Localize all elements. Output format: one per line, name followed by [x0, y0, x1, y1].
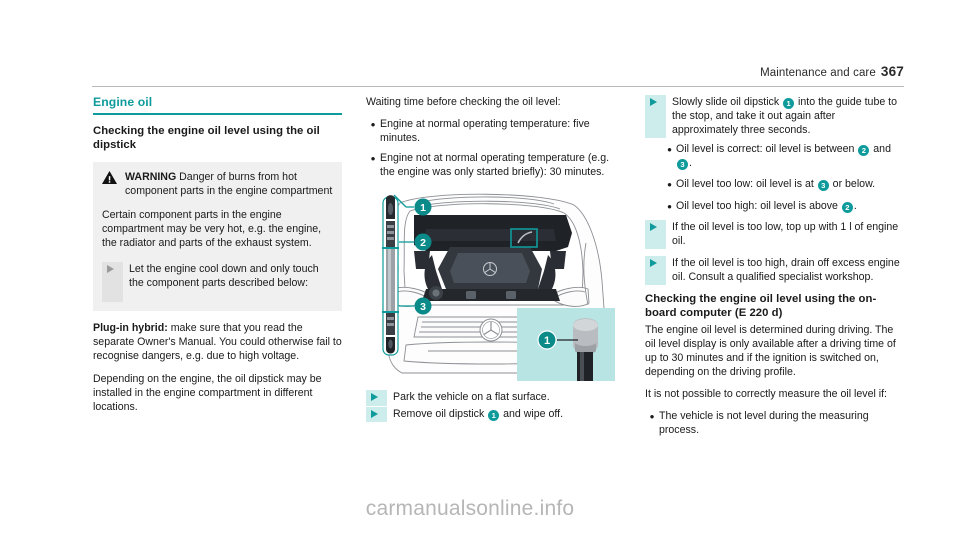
bullet-dot-icon: • — [667, 177, 672, 193]
triangle-bullet-icon — [650, 258, 657, 267]
oil-level-bullet-list: • Oil level is correct: oil level is bet… — [645, 142, 904, 213]
step-text: Park the vehicle on a flat surface. — [393, 391, 550, 404]
plug-in-hybrid-paragraph: Plug-in hybrid: make sure that you read … — [93, 321, 342, 363]
section-heading-engine-oil: Engine oil — [93, 95, 153, 109]
callout-badge-1: 1 — [488, 409, 500, 421]
step-bullet-bar — [366, 390, 387, 406]
bullet-dot-icon: • — [370, 151, 376, 167]
list-item: • Oil level too high: oil level is above… — [645, 199, 904, 213]
warning-title-text: WARNING Danger of burns from hot compone… — [125, 170, 333, 198]
section-heading-underline — [93, 113, 342, 115]
step-slide-dipstick: Slowly slide oil dipstick 1 into the gui… — [645, 95, 904, 139]
header-section-title: Maintenance and care — [760, 67, 876, 79]
waiting-time-bullet-2: Engine not at normal operating temperatu… — [380, 152, 610, 179]
step-park-vehicle: Park the vehicle on a flat surface. — [366, 390, 615, 406]
warning-action-step: Let the engine cool down and only touch … — [102, 262, 333, 303]
triangle-bullet-icon — [371, 393, 378, 402]
warning-step-bullet-bar — [102, 262, 123, 303]
waiting-time-bullet-1: Engine at normal operating temperature: … — [380, 118, 590, 145]
plug-in-hybrid-text: make sure that you read the separate Own… — [93, 322, 342, 363]
onboard-computer-paragraph-1: The engine oil level is determined durin… — [645, 323, 896, 379]
warning-triangle-icon — [102, 170, 117, 184]
step-bullet-bar — [366, 406, 387, 422]
onboard-computer-bullet-list: • The vehicle is not level during the me… — [645, 409, 904, 437]
header-page-number: 367 — [880, 64, 904, 79]
triangle-bullet-icon — [107, 265, 114, 274]
triangle-bullet-icon — [650, 222, 657, 231]
step-bullet-bar — [645, 255, 666, 286]
step-top-up-oil: If the oil level is too low, top up with… — [645, 219, 904, 249]
page-header: Maintenance and care 367 — [92, 64, 904, 79]
bullet-dot-icon: • — [649, 409, 655, 425]
waiting-time-intro: Waiting time before checking the oil lev… — [366, 96, 561, 108]
callout-badge-3: 3 — [817, 180, 829, 192]
sub-heading-onboard-computer: Checking the engine oil level using the … — [645, 293, 877, 320]
plug-in-hybrid-label: Plug-in hybrid: — [93, 322, 168, 335]
onboard-computer-paragraph-2: It is not possible to correctly measure … — [645, 388, 887, 401]
svg-text:3: 3 — [420, 301, 426, 313]
step-text-before: Slowly slide oil dipstick — [672, 96, 783, 108]
warning-title: Danger of burns from hot component parts… — [125, 170, 333, 197]
callout-badge-2: 2 — [858, 145, 870, 157]
oil-level-too-high-text: Oil level too high: oil level is above 2… — [676, 199, 857, 213]
warning-body-text: Certain component parts in the engine co… — [102, 209, 322, 250]
list-item: • Engine at normal operating temperature… — [366, 117, 615, 145]
bullet-dot-icon: • — [667, 142, 672, 158]
step-drain-excess-oil: If the oil level is too high, drain off … — [645, 255, 904, 286]
step-text: Slowly slide oil dipstick 1 into the gui… — [672, 95, 904, 138]
waiting-time-bullet-list: • Engine at normal operating temperature… — [366, 117, 615, 179]
svg-text:1: 1 — [544, 335, 550, 347]
site-watermark: carmanualsonline.info — [365, 497, 575, 520]
callout-badge-2: 2 — [841, 201, 853, 213]
header-divider — [92, 86, 904, 87]
step-text-before: Remove oil dipstick — [393, 407, 488, 420]
step-text: If the oil level is too high, drain off … — [672, 256, 900, 283]
list-item: • Engine not at normal operating tempera… — [366, 151, 615, 179]
step-bullet-bar — [645, 95, 666, 139]
oil-level-too-low-text: Oil level too low: oil level is at 3 or … — [676, 178, 876, 192]
oil-level-correct-text: Oil level is correct: oil level is betwe… — [676, 143, 891, 171]
engine-bay-figure: 1 2 3 — [366, 185, 615, 382]
triangle-bullet-icon — [650, 98, 657, 106]
svg-text:1: 1 — [420, 202, 426, 214]
left-column: Engine oil Checking the engine oil level… — [93, 95, 342, 414]
list-item: • The vehicle is not level during the me… — [645, 409, 904, 437]
callout-badge-1: 1 — [783, 98, 795, 109]
triangle-bullet-icon — [371, 409, 378, 418]
bullet-dot-icon: • — [370, 117, 376, 133]
warning-box: WARNING Danger of burns from hot compone… — [93, 161, 342, 312]
list-item: • Oil level is correct: oil level is bet… — [645, 142, 904, 171]
right-column: Slowly slide oil dipstick 1 into the gui… — [645, 95, 904, 444]
callout-badge-3: 3 — [677, 159, 688, 171]
step-text-after: into the guide tube to the stop, and tak… — [672, 96, 898, 137]
warning-action-text: Let the engine cool down and only touch … — [129, 263, 319, 290]
warning-label: WARNING — [125, 170, 177, 183]
step-text-after: and wipe off. — [500, 407, 564, 420]
dipstick-location-paragraph: Depending on the engine, the oil dipstic… — [93, 372, 322, 413]
step-bullet-bar — [645, 219, 666, 249]
step-text: Remove oil dipstick 1 and wipe off. — [393, 407, 615, 422]
list-item: • Oil level too low: oil level is at 3 o… — [645, 177, 904, 193]
sub-heading-dipstick-check: Checking the engine oil level using the … — [93, 125, 320, 152]
onboard-computer-bullet-1: The vehicle is not level during the meas… — [659, 410, 869, 437]
middle-column: Waiting time before checking the oil lev… — [366, 95, 615, 423]
step-remove-dipstick: Remove oil dipstick 1 and wipe off. — [366, 406, 615, 422]
bullet-dot-icon: • — [667, 198, 672, 214]
warning-header-row: WARNING Danger of burns from hot compone… — [102, 170, 333, 198]
step-text: If the oil level is too low, top up with… — [672, 220, 899, 247]
svg-text:2: 2 — [420, 237, 426, 249]
